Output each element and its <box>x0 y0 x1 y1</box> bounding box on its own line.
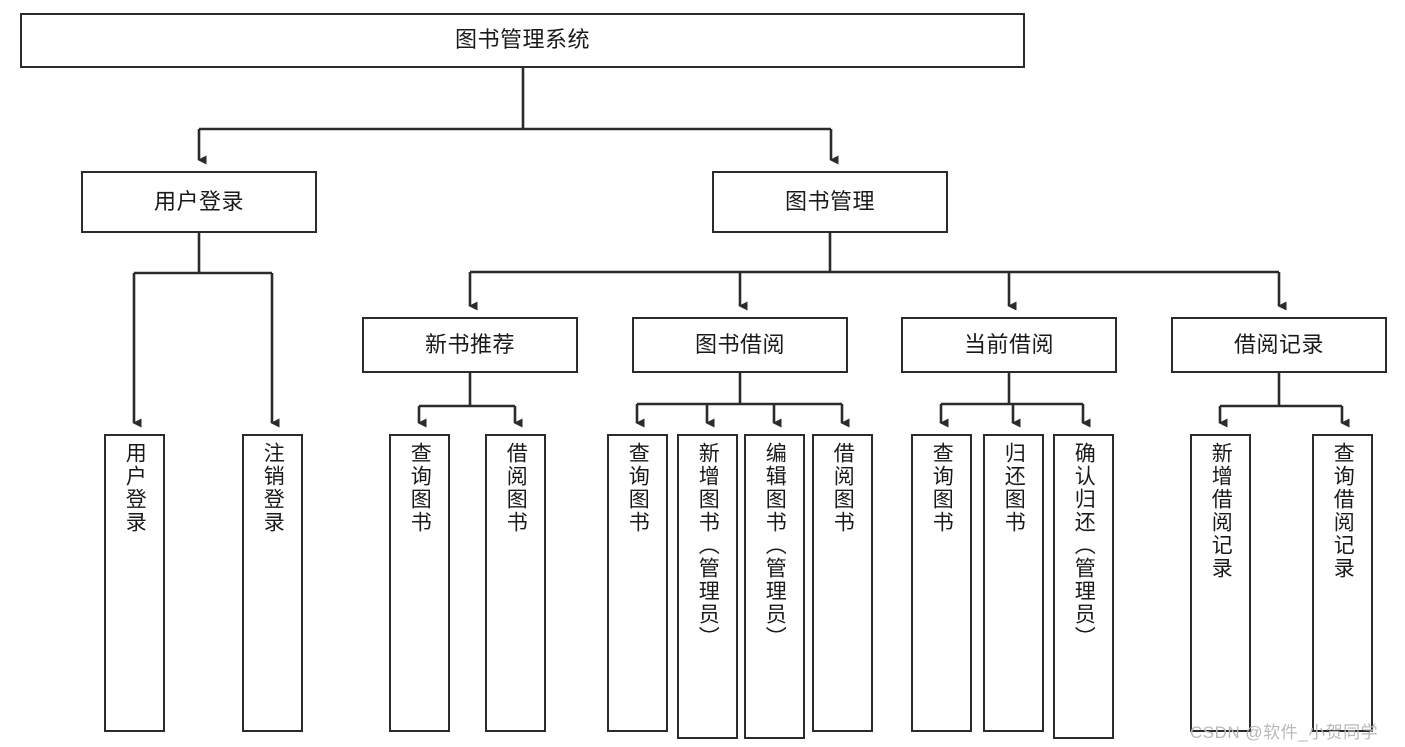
leaf-return-book[interactable]: 归还图书 <box>983 434 1044 732</box>
node-book-borrowing[interactable]: 图书借阅 <box>632 317 848 373</box>
node-current-borrowing[interactable]: 当前借阅 <box>901 317 1117 373</box>
node-label: 注销登录 <box>261 442 285 534</box>
leaf-query-books-borrow[interactable]: 查询图书 <box>607 434 668 732</box>
node-new-book-recommendation[interactable]: 新书推荐 <box>362 317 578 373</box>
csdn-watermark: CSDN @软件_小贺同学 <box>1190 723 1379 742</box>
node-label: 新增借阅记录 <box>1209 442 1233 580</box>
leaf-user-login[interactable]: 用户登录 <box>104 434 165 732</box>
leaf-query-borrow-record[interactable]: 查询借阅记录 <box>1312 434 1373 732</box>
leaf-query-books-current[interactable]: 查询图书 <box>911 434 972 732</box>
leaf-add-borrow-record[interactable]: 新增借阅记录 <box>1190 434 1251 732</box>
node-label: 当前借阅 <box>963 331 1054 357</box>
leaf-borrow-books-new[interactable]: 借阅图书 <box>485 434 546 732</box>
node-label: 查询借阅记录 <box>1331 442 1355 580</box>
node-book-management[interactable]: 图书管理 <box>712 171 948 233</box>
node-label: 新增图书（管理员） <box>696 442 720 649</box>
node-label: 借阅记录 <box>1233 331 1324 357</box>
node-label: 借阅图书 <box>504 442 528 534</box>
node-label: 归还图书 <box>1002 442 1026 534</box>
node-label: 用户登录 <box>123 442 147 534</box>
node-user-login[interactable]: 用户登录 <box>81 171 317 233</box>
node-label: 查询图书 <box>626 442 650 534</box>
node-label: 查询图书 <box>930 442 954 534</box>
node-borrowing-records[interactable]: 借阅记录 <box>1171 317 1387 373</box>
leaf-confirm-return-admin[interactable]: 确认归还（管理员） <box>1053 434 1114 739</box>
leaf-logout[interactable]: 注销登录 <box>242 434 303 732</box>
node-label: 借阅图书 <box>831 442 855 534</box>
node-label: 图书管理 <box>784 188 875 214</box>
leaf-query-books-new[interactable]: 查询图书 <box>389 434 450 732</box>
node-label: 图书管理系统 <box>454 27 590 53</box>
leaf-add-book-admin[interactable]: 新增图书（管理员） <box>677 434 738 739</box>
leaf-edit-book-admin[interactable]: 编辑图书（管理员） <box>744 434 805 739</box>
node-label: 查询图书 <box>408 442 432 534</box>
node-label: 确认归还（管理员） <box>1072 442 1096 649</box>
node-label: 新书推荐 <box>424 331 515 357</box>
node-label: 用户登录 <box>153 188 244 214</box>
node-root-book-management-system[interactable]: 图书管理系统 <box>20 13 1025 68</box>
node-label: 图书借阅 <box>694 331 785 357</box>
leaf-borrow-book[interactable]: 借阅图书 <box>812 434 873 732</box>
node-label: 编辑图书（管理员） <box>763 442 787 649</box>
